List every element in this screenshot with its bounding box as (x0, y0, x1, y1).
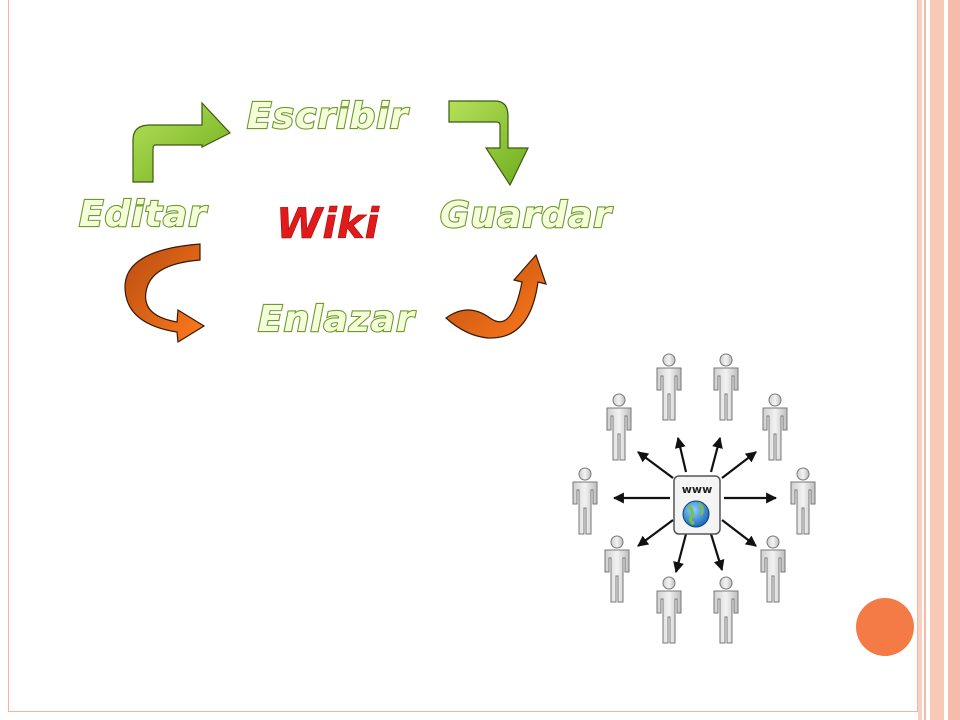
person-icon (713, 353, 739, 421)
arrow-guardar-to-enlazar (445, 253, 547, 339)
step-enlazar: Enlazar (258, 299, 416, 340)
person-icon (604, 535, 630, 603)
person-icon (790, 467, 816, 535)
center-label-wiki: Wiki (276, 199, 380, 248)
person-icon (656, 576, 682, 644)
radiating-arrows (612, 436, 778, 574)
arrow-enlazar-to-editar (124, 243, 206, 344)
network-diagram: www (572, 353, 816, 644)
person-icon (762, 393, 788, 461)
person-icon (572, 467, 598, 535)
arrow-editar-to-escribir (132, 101, 231, 183)
step-editar: Editar (79, 194, 208, 235)
arrow-escribir-to-guardar (448, 100, 529, 187)
step-guardar: Guardar (440, 195, 613, 236)
step-escribir: Escribir (247, 96, 410, 137)
accent-circle (856, 598, 914, 656)
hub-label: www (682, 483, 713, 496)
person-icon (760, 535, 786, 603)
slide-frame (8, 0, 918, 712)
person-icon (656, 353, 682, 421)
globe-icon (682, 500, 710, 528)
person-icon (713, 576, 739, 644)
decorative-stripes (918, 0, 960, 720)
person-icon (606, 393, 632, 461)
